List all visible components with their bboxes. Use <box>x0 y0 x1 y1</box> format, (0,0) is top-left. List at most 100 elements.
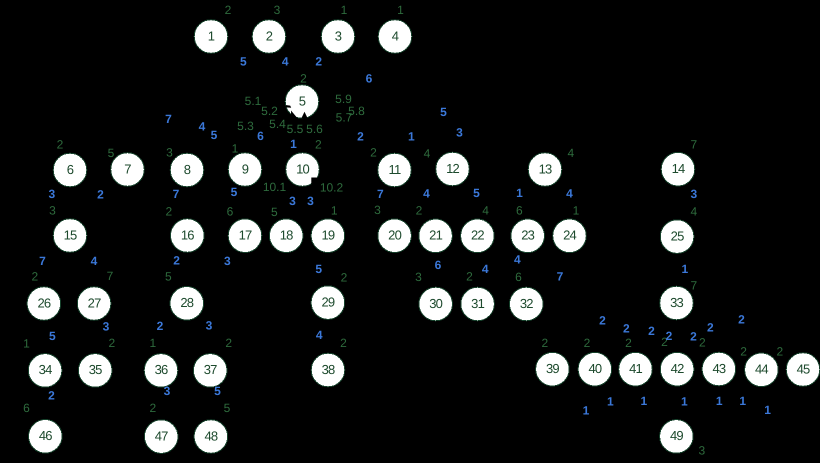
svg-text:10: 10 <box>296 161 309 176</box>
svg-text:43: 43 <box>712 361 725 376</box>
svg-text:4: 4 <box>423 187 430 201</box>
svg-text:36: 36 <box>155 362 168 377</box>
svg-text:7: 7 <box>557 269 564 283</box>
svg-text:5.6: 5.6 <box>306 122 323 136</box>
svg-text:1: 1 <box>739 394 746 408</box>
svg-text:2: 2 <box>173 254 180 268</box>
svg-text:1: 1 <box>232 141 239 155</box>
svg-text:48: 48 <box>204 428 217 443</box>
svg-text:44: 44 <box>755 362 768 377</box>
svg-text:1: 1 <box>640 394 647 408</box>
svg-text:6: 6 <box>23 401 30 415</box>
svg-text:26: 26 <box>37 295 50 310</box>
svg-text:5: 5 <box>271 205 278 219</box>
svg-text:1: 1 <box>607 395 614 409</box>
svg-text:3: 3 <box>103 319 110 333</box>
svg-text:6: 6 <box>515 270 522 284</box>
svg-text:7: 7 <box>39 254 46 268</box>
svg-text:5: 5 <box>473 186 480 200</box>
svg-text:5.7: 5.7 <box>336 110 353 124</box>
svg-text:3: 3 <box>415 270 422 284</box>
svg-text:2: 2 <box>542 336 549 350</box>
svg-text:38: 38 <box>322 362 335 377</box>
svg-text:3: 3 <box>289 194 296 208</box>
svg-text:5.8: 5.8 <box>348 104 365 118</box>
svg-text:2: 2 <box>225 3 232 17</box>
svg-text:17: 17 <box>239 228 252 243</box>
svg-text:4: 4 <box>567 146 574 160</box>
svg-text:2: 2 <box>666 329 673 343</box>
svg-text:2: 2 <box>225 336 232 350</box>
svg-text:7: 7 <box>165 112 172 126</box>
svg-text:1: 1 <box>573 203 580 217</box>
svg-text:29: 29 <box>321 294 334 309</box>
svg-text:8: 8 <box>184 162 191 177</box>
svg-text:5: 5 <box>440 105 447 119</box>
svg-text:5: 5 <box>231 185 238 199</box>
svg-text:4: 4 <box>316 328 323 342</box>
svg-text:40: 40 <box>588 361 601 376</box>
svg-text:2: 2 <box>32 270 39 284</box>
svg-text:4: 4 <box>91 254 98 268</box>
svg-text:5: 5 <box>214 384 221 398</box>
svg-text:2: 2 <box>300 71 307 85</box>
svg-text:5: 5 <box>315 262 322 276</box>
svg-text:5: 5 <box>108 146 115 160</box>
svg-text:2: 2 <box>341 271 348 285</box>
svg-text:1: 1 <box>23 337 30 351</box>
svg-text:1: 1 <box>149 336 156 350</box>
svg-text:2: 2 <box>690 329 697 343</box>
svg-text:5: 5 <box>299 93 306 108</box>
svg-text:6: 6 <box>227 204 234 218</box>
svg-text:2: 2 <box>48 388 55 402</box>
svg-text:5: 5 <box>165 269 172 283</box>
svg-text:1: 1 <box>341 3 348 17</box>
svg-text:1: 1 <box>583 404 590 418</box>
svg-text:2: 2 <box>357 129 364 143</box>
svg-text:5.9: 5.9 <box>335 92 352 106</box>
svg-text:16: 16 <box>181 227 194 242</box>
svg-text:7: 7 <box>377 187 384 201</box>
svg-text:33: 33 <box>670 295 683 310</box>
svg-text:3: 3 <box>224 254 231 268</box>
svg-text:2: 2 <box>661 335 668 349</box>
svg-text:2: 2 <box>416 204 423 218</box>
svg-text:2: 2 <box>97 187 104 201</box>
svg-text:3: 3 <box>307 194 314 208</box>
svg-text:1: 1 <box>681 395 688 409</box>
svg-text:5.3: 5.3 <box>237 119 254 133</box>
svg-text:4: 4 <box>199 119 206 133</box>
svg-text:23: 23 <box>521 228 534 243</box>
svg-text:25: 25 <box>671 228 684 243</box>
svg-text:2: 2 <box>340 336 347 350</box>
svg-text:39: 39 <box>546 361 559 376</box>
svg-text:2: 2 <box>108 336 115 350</box>
svg-text:3: 3 <box>206 319 213 333</box>
svg-text:27: 27 <box>88 295 101 310</box>
svg-text:2: 2 <box>648 324 655 338</box>
svg-text:2: 2 <box>370 146 377 160</box>
svg-text:30: 30 <box>429 296 442 311</box>
svg-text:4: 4 <box>691 204 698 218</box>
svg-text:3: 3 <box>48 187 55 201</box>
svg-text:5: 5 <box>49 329 56 343</box>
svg-text:7: 7 <box>124 161 131 176</box>
svg-text:6: 6 <box>435 258 442 272</box>
svg-text:2: 2 <box>165 204 172 218</box>
svg-text:4: 4 <box>282 54 289 68</box>
svg-text:2: 2 <box>266 28 273 43</box>
svg-text:9: 9 <box>242 161 249 176</box>
svg-text:4: 4 <box>392 28 399 43</box>
svg-text:1: 1 <box>682 262 689 276</box>
svg-text:1: 1 <box>290 137 297 151</box>
svg-text:45: 45 <box>797 361 810 376</box>
svg-text:2: 2 <box>738 312 745 326</box>
svg-text:3: 3 <box>374 203 381 217</box>
svg-text:12: 12 <box>446 161 459 176</box>
svg-text:18: 18 <box>280 228 293 243</box>
svg-text:5.5: 5.5 <box>287 122 304 136</box>
svg-text:4: 4 <box>482 203 489 217</box>
svg-text:4: 4 <box>514 253 521 267</box>
svg-text:3: 3 <box>49 203 56 217</box>
svg-text:32: 32 <box>520 296 533 311</box>
